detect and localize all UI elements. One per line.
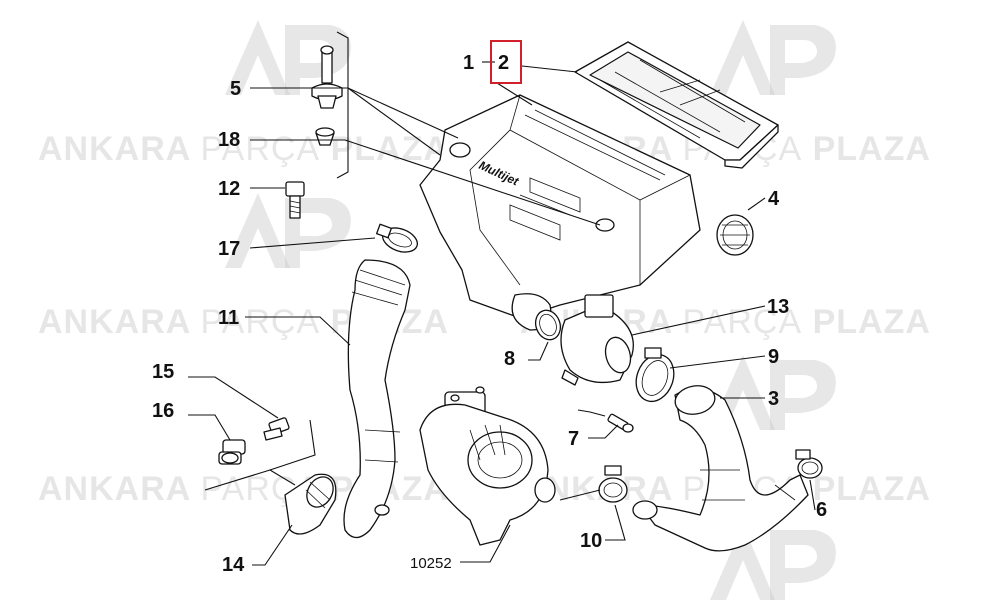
gasket[interactable] [532, 307, 565, 343]
screw-small[interactable] [607, 413, 634, 433]
highlight-box [490, 40, 522, 84]
callout-15[interactable]: 15 [152, 361, 174, 383]
callout-12[interactable]: 12 [218, 178, 240, 200]
callout-11[interactable]: 11 [218, 307, 239, 329]
grommet[interactable] [315, 127, 335, 146]
callout-14[interactable]: 14 [222, 554, 245, 576]
callout-labels: 1 2 3 4 5 6 7 8 9 10 11 12 13 14 15 16 1… [152, 40, 827, 576]
air-cleaner-housing[interactable]: Multijet [419, 94, 701, 331]
hex-bolt[interactable] [285, 181, 305, 219]
callout-16[interactable]: 16 [152, 400, 174, 422]
watermark-logo-icon [225, 193, 351, 268]
callout-4[interactable]: 4 [768, 188, 780, 210]
resonator[interactable] [284, 472, 338, 535]
callout-9[interactable]: 9 [768, 346, 779, 368]
cap[interactable] [716, 214, 754, 256]
plug[interactable] [218, 439, 246, 465]
turbocharger [419, 386, 556, 546]
watermark-logo-icon [710, 20, 836, 95]
turbo-outlet-hose[interactable] [632, 383, 809, 552]
callout-13[interactable]: 13 [767, 296, 789, 318]
leader-lines [188, 31, 816, 566]
callout-6[interactable]: 6 [816, 499, 827, 521]
hose-clamp-medium[interactable] [598, 465, 628, 503]
callout-8[interactable]: 8 [504, 348, 515, 370]
callout-2[interactable]: 2 [498, 52, 509, 74]
callout-3[interactable]: 3 [768, 388, 779, 410]
screw[interactable] [263, 417, 290, 441]
drawing-code: 10252 [410, 555, 452, 572]
hose-clamp-large[interactable] [630, 347, 680, 407]
watermark-layer: ANKARA PARÇA PLAZA ANKARA PARÇA PLAZA AN… [38, 20, 930, 600]
air-intake-hose[interactable] [343, 259, 411, 539]
callout-7[interactable]: 7 [568, 428, 579, 450]
callout-17[interactable]: 17 [218, 238, 240, 260]
air-filter-element[interactable] [574, 41, 779, 169]
callout-1[interactable]: 1 [463, 52, 474, 74]
callout-10[interactable]: 10 [580, 530, 602, 552]
hose-clamp-small[interactable] [376, 223, 421, 257]
callout-18[interactable]: 18 [218, 129, 240, 151]
watermark-logo-icon [710, 525, 836, 600]
air-flow-meter[interactable] [560, 294, 634, 386]
watermark-logo-icon [225, 20, 351, 95]
hose-clamp-end[interactable] [795, 449, 823, 479]
callout-5[interactable]: 5 [230, 78, 241, 100]
watermark-text: ANKARA PARÇA PLAZA [38, 130, 449, 168]
